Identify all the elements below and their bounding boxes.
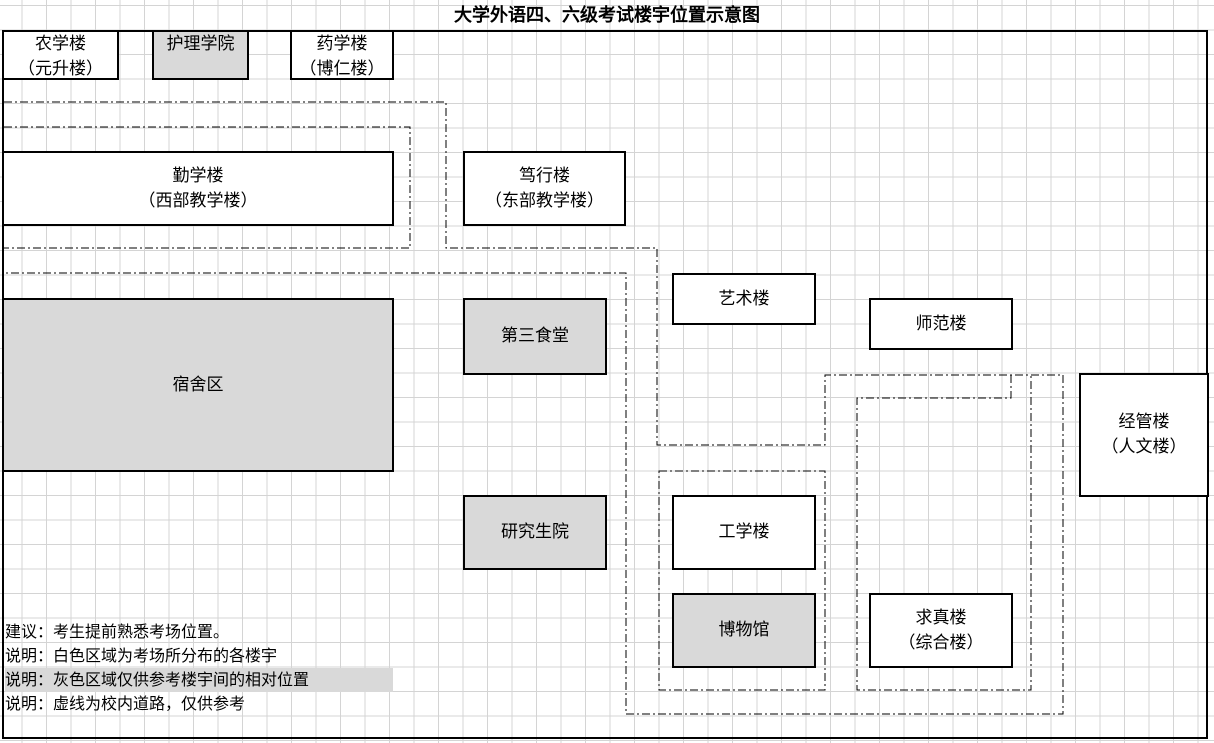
building-label: 求真楼: [915, 607, 967, 628]
road-inner-north: [4, 126, 411, 249]
building-nongxue[interactable]: 农学楼 （元升楼）: [2, 30, 119, 80]
building-label: 第三食堂: [501, 326, 569, 346]
building-duxing[interactable]: 笃行楼 （东部教学楼）: [463, 151, 626, 226]
building-bowuguan[interactable]: 博物馆: [672, 593, 816, 668]
building-yanjiusheng[interactable]: 研究生院: [463, 495, 607, 570]
building-alias: （西部教学楼）: [138, 190, 258, 211]
building-qinxue[interactable]: 勤学楼 （西部教学楼）: [2, 151, 394, 226]
building-alias: （人文楼）: [1101, 437, 1187, 457]
note-white-area: 说明：白色区域为考场所分布的各楼宇: [5, 646, 278, 665]
building-label: 宿舍区: [172, 374, 224, 395]
building-jingguan[interactable]: 经管楼 （人文楼）: [1079, 373, 1209, 497]
building-label: 工学楼: [718, 522, 770, 542]
note-gray-area: 说明：灰色区域仅供参考楼宇间的相对位置: [5, 668, 393, 692]
building-label: 护理学院: [166, 34, 235, 54]
building-label: 博物馆: [718, 620, 770, 640]
building-yaoxue[interactable]: 药学楼 （博仁楼）: [290, 30, 394, 80]
building-label: 勤学楼: [172, 165, 224, 186]
building-alias: （综合楼）: [898, 632, 984, 653]
building-label: 师范楼: [915, 313, 967, 334]
building-label: 药学楼: [316, 34, 368, 54]
building-alias: （元升楼）: [18, 59, 103, 79]
building-label: 经管楼: [1118, 412, 1170, 432]
road-outer-north: [4, 101, 1064, 715]
building-huli[interactable]: 护理学院: [152, 30, 249, 80]
note-dashed-roads: 说明：虚线为校内道路，仅供参考: [5, 694, 246, 713]
building-label: 笃行楼: [519, 165, 570, 186]
building-yishu[interactable]: 艺术楼: [672, 273, 816, 325]
building-label: 研究生院: [501, 522, 569, 542]
page-title: 大学外语四、六级考试楼宇位置示意图: [454, 5, 760, 26]
building-label: 艺术楼: [718, 288, 770, 309]
building-shifan[interactable]: 师范楼: [869, 298, 1013, 350]
road-qiuzhen-loop: [856, 375, 1032, 691]
building-disan[interactable]: 第三食堂: [463, 298, 607, 375]
building-label: 农学楼: [35, 34, 86, 54]
building-qiuzhen[interactable]: 求真楼 （综合楼）: [869, 593, 1013, 668]
road-engineering-loop: [658, 470, 826, 691]
note-suggestion: 建议：考生提前熟悉考场位置。: [5, 622, 230, 641]
building-alias: （东部教学楼）: [485, 190, 604, 211]
building-gongxue[interactable]: 工学楼: [672, 495, 816, 570]
building-sushe[interactable]: 宿舍区: [2, 298, 394, 472]
building-alias: （博仁楼）: [299, 59, 385, 79]
